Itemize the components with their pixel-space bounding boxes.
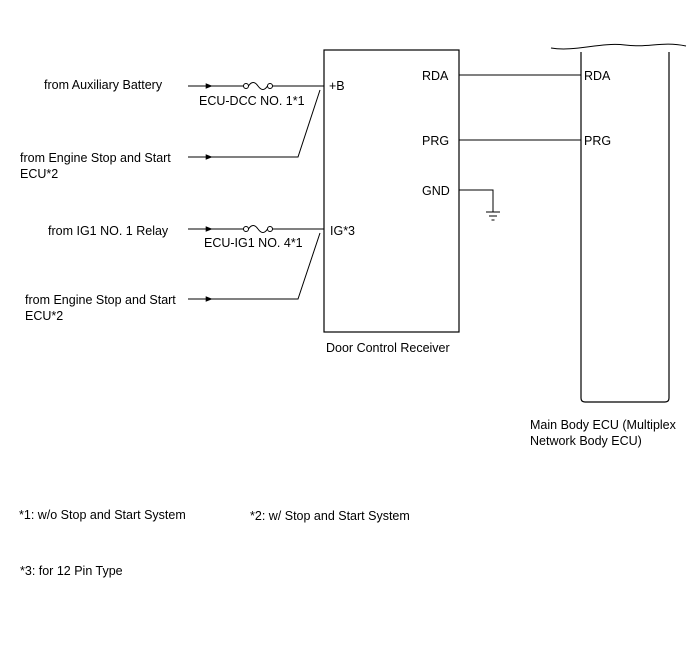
door-control-receiver-box [323,49,460,333]
pin-label-prg-receiver: PRG [422,134,449,148]
pin-label-gnd: GND [422,184,450,198]
pin-label-rda-receiver: RDA [422,69,449,83]
fuse-icon [243,82,273,90]
main-body-ecu-label-line1: Main Body ECU (Multiplex [530,418,677,432]
footnote-2: *2: w/ Stop and Start System [250,509,410,523]
footnote-1: *1: w/o Stop and Start System [19,508,186,522]
input-label-engine-stop-1-line2: ECU*2 [20,167,58,181]
input-label-engine-stop-2-line2: ECU*2 [25,309,63,323]
pin-label-prg-ecu: PRG [584,134,611,148]
pin-label-plus-b: +B [329,79,345,93]
fuse-label-ecu-ig1: ECU-IG1 NO. 4*1 [204,236,303,250]
wire-engine-stop-1 [212,89,321,158]
main-body-ecu-label-line2: Network Body ECU) [530,434,642,448]
input-label-ig1-relay: from IG1 NO. 1 Relay [48,224,169,238]
door-control-receiver-label: Door Control Receiver [326,341,450,355]
main-body-ecu-box [580,52,670,403]
wire-gnd [459,189,494,212]
fuse-label-ecu-dcc: ECU-DCC NO. 1*1 [199,94,305,108]
ground-icon [486,211,500,221]
pin-label-rda-ecu: RDA [584,69,611,83]
pin-label-ig: IG*3 [330,224,355,238]
main-body-ecu-break-line [550,43,687,50]
wire-engine-stop-2 [212,232,321,300]
input-label-engine-stop-2-line1: from Engine Stop and Start [25,293,176,307]
input-label-aux-battery: from Auxiliary Battery [44,78,163,92]
footnote-3: *3: for 12 Pin Type [20,564,123,578]
input-label-engine-stop-1-line1: from Engine Stop and Start [20,151,171,165]
fuse-icon [243,225,273,233]
